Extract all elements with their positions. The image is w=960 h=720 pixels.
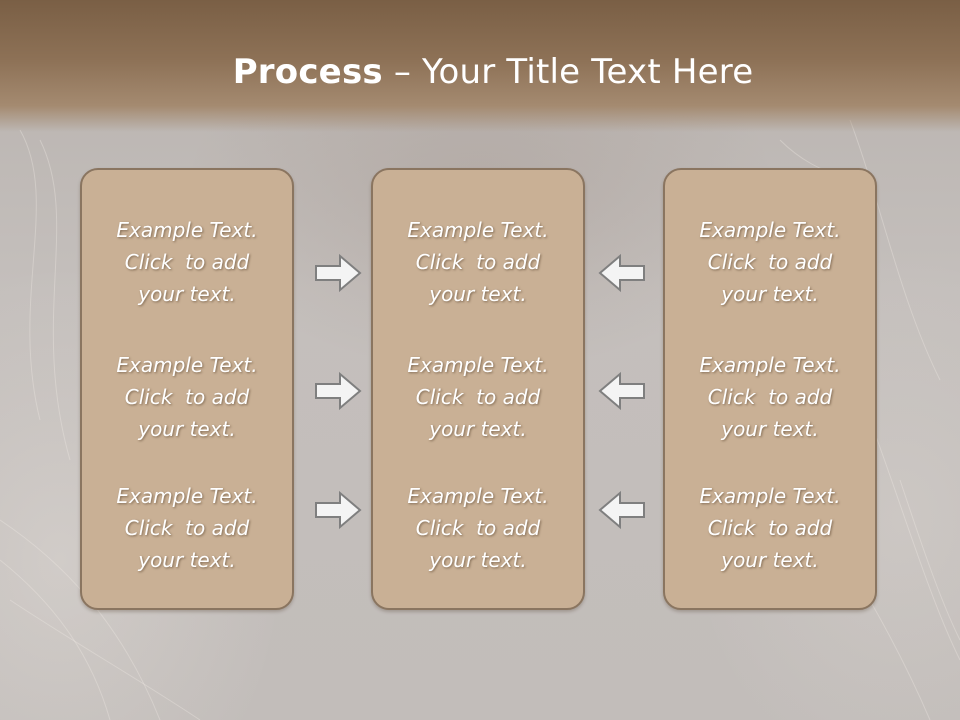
right-arrow-icon[interactable] — [314, 490, 362, 530]
text-line: Click to add — [124, 385, 250, 409]
text-placeholder[interactable]: Example Text. Click to add your text. — [82, 214, 292, 310]
text-line: Click to add — [707, 385, 833, 409]
text-line: Example Text. — [116, 353, 258, 377]
text-line: Click to add — [124, 250, 250, 274]
text-placeholder[interactable]: Example Text. Click to add your text. — [373, 480, 583, 576]
text-placeholder[interactable]: Example Text. Click to add your text. — [373, 349, 583, 445]
text-line: Example Text. — [407, 353, 549, 377]
text-line: Example Text. — [699, 353, 841, 377]
right-arrow-icon[interactable] — [314, 253, 362, 293]
text-line: your text. — [429, 417, 527, 441]
text-placeholder[interactable]: Example Text. Click to add your text. — [82, 349, 292, 445]
text-placeholder[interactable]: Example Text. Click to add your text. — [373, 214, 583, 310]
text-line: your text. — [138, 417, 236, 441]
text-line: Click to add — [415, 250, 541, 274]
right-arrow-icon[interactable] — [314, 371, 362, 411]
title-band — [0, 0, 960, 132]
text-line: Click to add — [415, 516, 541, 540]
right-panel[interactable]: Example Text. Click to add your text. Exam… — [663, 168, 877, 610]
text-line: your text. — [721, 548, 819, 572]
text-line: Example Text. — [699, 218, 841, 242]
left-arrow-icon[interactable] — [598, 253, 646, 293]
left-arrow-icon[interactable] — [598, 490, 646, 530]
title-bold-text: Process — [232, 52, 383, 92]
text-placeholder[interactable]: Example Text. Click to add your text. — [665, 214, 875, 310]
left-arrow-icon[interactable] — [598, 371, 646, 411]
text-line: Example Text. — [116, 484, 258, 508]
slide-title[interactable]: Process – Your Title Text Here — [0, 52, 960, 92]
title-rest-text: – Your Title Text Here — [382, 52, 754, 92]
center-panel[interactable]: Example Text. Click to add your text. Exam… — [371, 168, 585, 610]
text-line: your text. — [138, 548, 236, 572]
text-placeholder[interactable]: Example Text. Click to add your text. — [665, 480, 875, 576]
text-line: your text. — [429, 548, 527, 572]
text-line: your text. — [721, 417, 819, 441]
text-line: Example Text. — [699, 484, 841, 508]
text-line: Example Text. — [407, 484, 549, 508]
text-line: Click to add — [707, 250, 833, 274]
left-panel[interactable]: Example Text. Click to add your text. Exam… — [80, 168, 294, 610]
text-line: your text. — [721, 282, 819, 306]
text-line: your text. — [429, 282, 527, 306]
text-placeholder[interactable]: Example Text. Click to add your text. — [82, 480, 292, 576]
text-line: Click to add — [124, 516, 250, 540]
text-line: your text. — [138, 282, 236, 306]
text-line: Click to add — [707, 516, 833, 540]
text-line: Example Text. — [116, 218, 258, 242]
text-placeholder[interactable]: Example Text. Click to add your text. — [665, 349, 875, 445]
text-line: Example Text. — [407, 218, 549, 242]
text-line: Click to add — [415, 385, 541, 409]
